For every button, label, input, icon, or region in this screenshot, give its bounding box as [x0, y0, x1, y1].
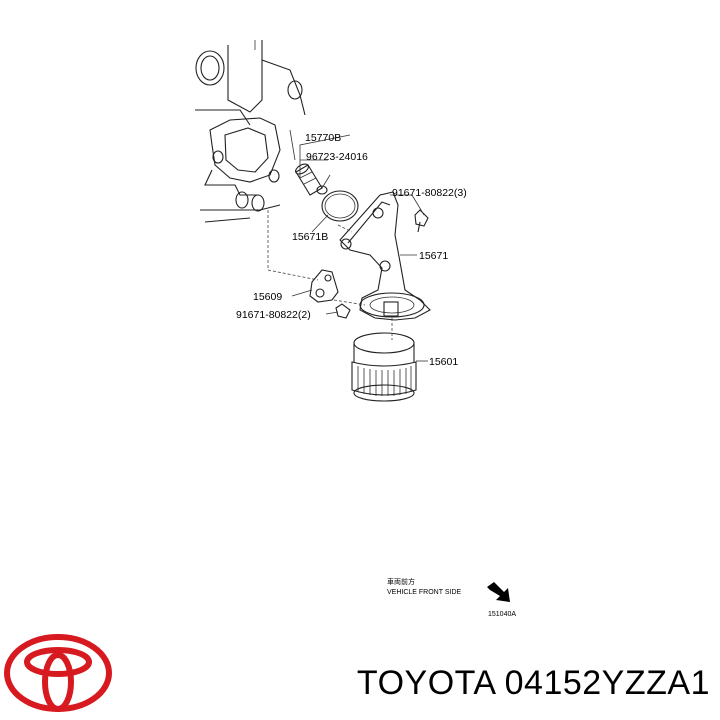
dashed-leader-lines: [267, 210, 393, 340]
o-ring-drawing: [321, 190, 359, 222]
oil-filter-drawing: [351, 332, 417, 402]
bolt-3-drawing: [414, 209, 429, 233]
part-label-96723-24016: 96723-24016: [306, 151, 368, 163]
part-label-15770b: 15770B: [305, 132, 341, 144]
part-number-caption: TOYOTA 04152YZZA1: [356, 664, 710, 702]
union-bolt-drawing: [295, 163, 323, 196]
oil-filter-bracket-drawing: [339, 191, 431, 321]
diagram-code: 151040A: [488, 611, 516, 618]
bracket-15609-drawing: [309, 269, 339, 303]
orientation-japanese: 車両前方: [387, 577, 415, 586]
part-label-15671: 15671: [419, 250, 448, 262]
part-label-91671-80822-3: 91671-80822(3): [392, 187, 467, 199]
orientation-english: VEHICLE FRONT SIDE: [387, 589, 461, 596]
bolt-2-drawing: [335, 303, 351, 319]
part-label-15601: 15601: [429, 356, 458, 368]
arrow-icon: [487, 582, 510, 602]
toyota-logo-icon: [4, 634, 112, 712]
callout-leaders: [291, 134, 428, 362]
part-label-15609: 15609: [253, 291, 282, 303]
engine-block-drawing: [195, 40, 306, 223]
part-label-91671-80822-2: 91671-80822(2): [236, 309, 311, 321]
part-label-15671b: 15671B: [292, 231, 328, 243]
